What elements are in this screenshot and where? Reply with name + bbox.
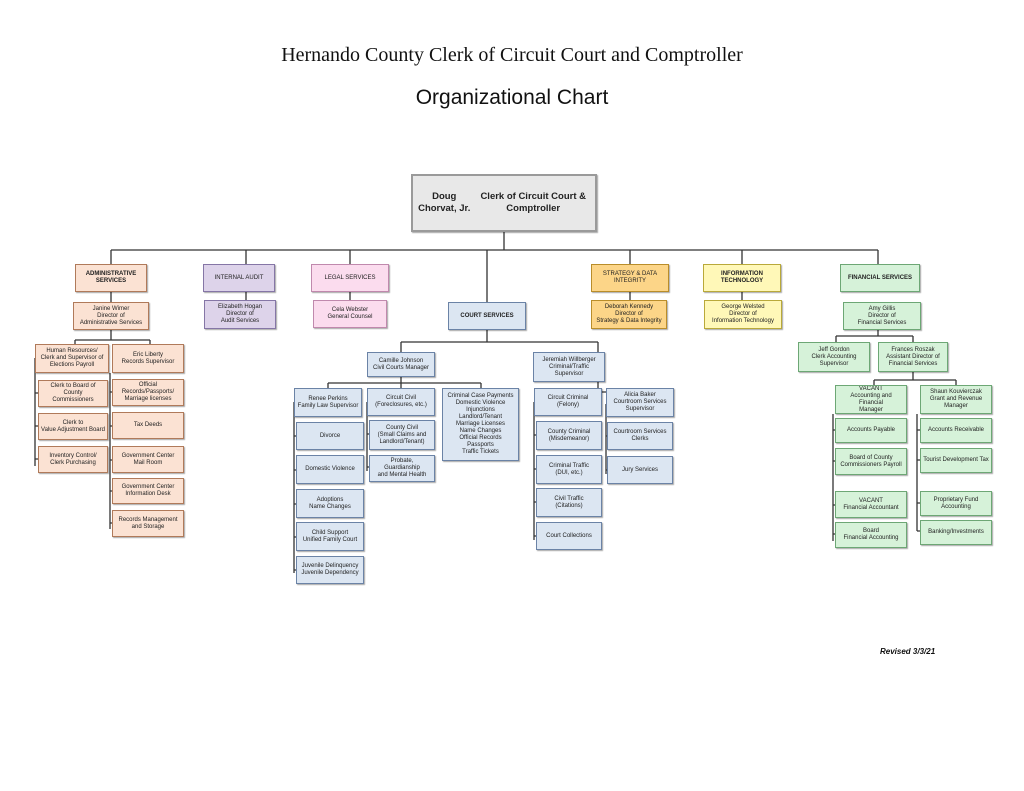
fin-bocc-payroll-box: Board of County Commissioners Payroll xyxy=(835,448,907,475)
fin-financial-accountant-box: VACANT Financial Accountant xyxy=(835,491,907,518)
fin-assistant-director-box: Frances Roszak Assistant Director of Fin… xyxy=(878,342,948,372)
court-civil-manager-box: Camille Johnson Civil Courts Manager xyxy=(367,352,435,377)
court-criminal-item-box: Circuit Criminal (Felony) xyxy=(534,388,602,416)
root-clerk-box: Doug Chorvat, Jr. Clerk of Circuit Court… xyxy=(411,174,597,232)
admin-item-box: Tax Deeds xyxy=(112,412,184,439)
dept-court-services: COURT SERVICES xyxy=(448,302,526,330)
court-family-item-box: Child Support Unified Family Court xyxy=(296,522,364,551)
court-courtroom-item-box: Courtroom Services Clerks xyxy=(607,422,673,450)
court-criminal-item-box: Criminal Traffic (DUI, etc.) xyxy=(536,455,602,484)
admin-hr-box: Human Resources/ Clerk and Supervisor of… xyxy=(35,344,109,373)
dept-information-technology: INFORMATION TECHNOLOGY xyxy=(703,264,781,292)
admin-item-box: Records Management and Storage xyxy=(112,510,184,537)
fin-board-financial-accounting-box: Board Financial Accounting xyxy=(835,522,907,548)
court-family-item-box: Juvenile Delinquency Juvenile Dependency xyxy=(296,556,364,584)
fin-tourist-tax-box: Tourist Development Tax xyxy=(920,448,992,473)
page-subtitle: Organizational Chart xyxy=(415,86,609,109)
court-civil-item-box: Circuit Civil (Foreclosures, etc.) xyxy=(367,388,435,416)
admin-item-box: Inventory Control/ Clerk Purchasing xyxy=(38,446,108,473)
dept-strategy-data-integrity: STRATEGY & DATA INTEGRITY xyxy=(591,264,669,292)
court-case-types-list: Criminal Case Payments Domestic Violence… xyxy=(442,388,519,461)
root-role: Clerk of Circuit Court & Comptroller xyxy=(480,191,586,214)
admin-item-box: Government Center Mail Room xyxy=(112,446,184,473)
strategy-director-box: Deborah Kennedy Director of Strategy & D… xyxy=(591,300,667,329)
court-courtroom-item-box: Jury Services xyxy=(607,456,673,484)
fin-accounts-payable-box: Accounts Payable xyxy=(835,418,907,443)
court-criminal-item-box: Civil Traffic (Citations) xyxy=(536,488,602,517)
fin-accounting-manager-box: VACANT Accounting and Financial Manager xyxy=(835,385,907,414)
court-criminal-item-box: Court Collections xyxy=(536,522,602,550)
court-family-supervisor-box: Renee Perkins Family Law Supervisor xyxy=(294,388,362,417)
fin-accounts-receivable-box: Accounts Receivable xyxy=(920,418,992,443)
dept-administrative-services: ADMINISTRATIVE SERVICES xyxy=(75,264,147,292)
dept-financial-services: FINANCIAL SERVICES xyxy=(840,264,920,292)
fin-banking-box: Banking/Investments xyxy=(920,520,992,545)
court-courtroom-supervisor-box: Alicia Baker Courtroom Services Supervis… xyxy=(606,388,674,417)
audit-director-box: Elizabeth Hogan Director of Audit Servic… xyxy=(204,300,276,329)
admin-item-box: Official Records/Passports/ Marriage lic… xyxy=(112,379,184,406)
admin-records-supervisor-box: Eric Liberty Records Supervisor xyxy=(112,344,184,373)
court-family-item-box: Divorce xyxy=(296,422,364,450)
it-director-box: George Welsted Director of Information T… xyxy=(704,300,782,329)
court-criminal-item-box: County Criminal (Misdemeanor) xyxy=(536,421,602,450)
court-civil-item-box: Probate, Guardianship and Mental Health xyxy=(369,455,435,482)
page-title: Hernando County Clerk of Circuit Court a… xyxy=(281,44,743,66)
revised-date: Revised 3/3/21 xyxy=(880,647,936,656)
dept-legal-services: LEGAL SERVICES xyxy=(311,264,389,292)
legal-counsel-box: Cela Webster General Counsel xyxy=(313,300,387,328)
admin-item-box: Clerk to Board of County Commissioners xyxy=(38,380,108,407)
fin-grant-manager-box: Shaun Kouvierczak Grant and Revenue Mana… xyxy=(920,385,992,414)
admin-item-box: Government Center Information Desk xyxy=(112,478,184,504)
fin-clerk-accounting-box: Jeff Gordon Clerk Accounting Supervisor xyxy=(798,342,870,372)
admin-director-box: Janine Wimer Director of Administrative … xyxy=(73,302,149,330)
court-family-item-box: Adoptions Name Changes xyxy=(296,489,364,518)
fin-director-box: Amy Gillis Director of Financial Service… xyxy=(843,302,921,330)
court-family-item-box: Domestic Violence xyxy=(296,455,364,484)
dept-internal-audit: INTERNAL AUDIT xyxy=(203,264,275,292)
fin-proprietary-fund-box: Proprietary Fund Accounting xyxy=(920,491,992,516)
court-criminal-supervisor-box: Jeremiah Willberger Criminal/Traffic Sup… xyxy=(533,352,605,382)
admin-item-box: Clerk to Value Adjustment Board xyxy=(38,413,108,440)
court-civil-item-box: County Civil (Small Claims and Landlord/… xyxy=(369,420,435,450)
root-name: Doug Chorvat, Jr. xyxy=(418,191,471,214)
